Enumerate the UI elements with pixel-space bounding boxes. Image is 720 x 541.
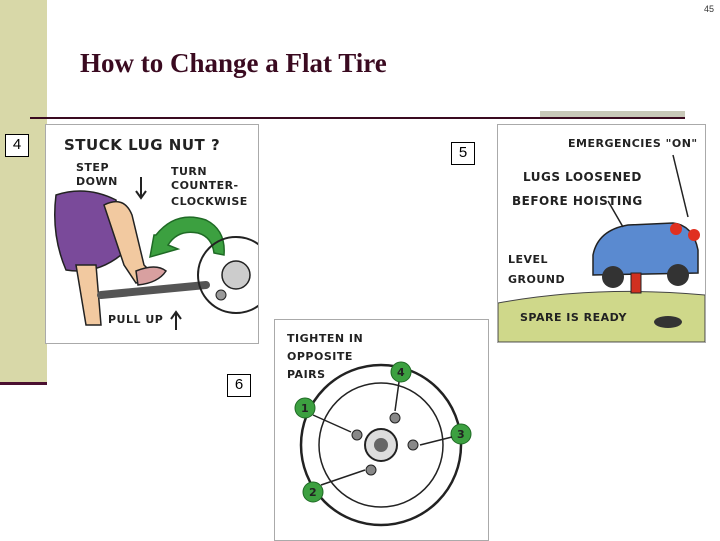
level-text-2: GROUND [508, 273, 565, 286]
lug-nut-4 [389, 412, 401, 424]
counterclockwise-arrow-icon [149, 216, 225, 259]
step-down-text-1: STEP [76, 161, 109, 174]
lug-nut-3 [407, 439, 419, 451]
page-number: 45 [703, 4, 714, 14]
side-accent-bar-base [0, 382, 47, 385]
order-number-2: 2 [309, 486, 317, 499]
wheel-outer [299, 363, 463, 527]
order-marker-3 [450, 423, 472, 445]
step-6-illustration: TIGHTEN IN OPPOSITE PAIRS 1 2 3 4 [274, 319, 489, 541]
emergencies-text: EMERGENCIES "ON" [568, 137, 698, 150]
step-5-label: 5 [451, 142, 475, 165]
up-arrow-icon [170, 310, 182, 330]
tighten-text-2: OPPOSITE [287, 350, 353, 363]
lugs-text-2: BEFORE HOISTING [512, 194, 643, 208]
wheel-hub [221, 260, 251, 290]
lug-nut-1 [351, 429, 363, 441]
leg-figure-2 [75, 264, 102, 326]
order-marker-1 [294, 397, 316, 419]
tighten-text-1: TIGHTEN IN [287, 332, 363, 345]
stuck-lug-nut-heading: STUCK LUG NUT ? [64, 136, 220, 154]
spare-tire [654, 316, 682, 328]
turn-text-2: COUNTER- [171, 179, 239, 192]
wheel-rim [197, 236, 258, 314]
hazard-light-icon [670, 223, 682, 235]
spare-text: SPARE IS READY [520, 311, 627, 324]
step-4-label: 4 [5, 134, 29, 157]
order-number-1: 1 [301, 402, 309, 415]
order-number-4: 4 [397, 366, 405, 379]
order-marker-4 [390, 361, 412, 383]
arrow-icon-2 [320, 469, 366, 486]
wheel-center [374, 438, 388, 452]
arrow-icon [672, 154, 689, 218]
step-down-text-2: DOWN [76, 175, 118, 188]
lug-nut-2 [365, 464, 377, 476]
level-ground [498, 290, 705, 342]
lug-nut [215, 289, 227, 301]
car-body [592, 222, 699, 276]
arrow-icon-4 [394, 381, 400, 412]
title-rule-accent [540, 111, 685, 117]
arrow-icon-1 [312, 414, 352, 433]
wheel-inner [318, 382, 444, 508]
turn-text-3: CLOCKWISE [171, 195, 248, 208]
step-6-label: 6 [227, 374, 251, 397]
car-jack [630, 272, 642, 294]
car-wheel-rear [667, 264, 689, 286]
turn-text-1: TURN [171, 165, 207, 178]
level-text-1: LEVEL [508, 253, 548, 266]
step-5-illustration: EMERGENCIES "ON" LUGS LOOSENED BEFORE HO… [497, 124, 706, 343]
order-number-3: 3 [457, 428, 465, 441]
lugs-text-1: LUGS LOOSENED [523, 170, 642, 184]
title-rule [30, 117, 685, 119]
pull-up-text: PULL UP [108, 313, 163, 326]
side-accent-bar [0, 0, 47, 385]
arrow-icon-3 [419, 436, 453, 446]
step-4-illustration: STUCK LUG NUT ? STEP DOWN TURN COUNTER- … [45, 124, 259, 344]
lug-wrench [97, 281, 210, 299]
down-arrow-icon [135, 177, 147, 200]
slide-title: How to Change a Flat Tire [80, 48, 387, 78]
hazard-light-icon-2 [688, 229, 700, 241]
arrow-icon-2 [607, 200, 624, 228]
shoe-figure [135, 266, 168, 286]
tighten-text-3: PAIRS [287, 368, 326, 381]
car-wheel [602, 266, 624, 288]
order-marker-2 [302, 481, 324, 503]
